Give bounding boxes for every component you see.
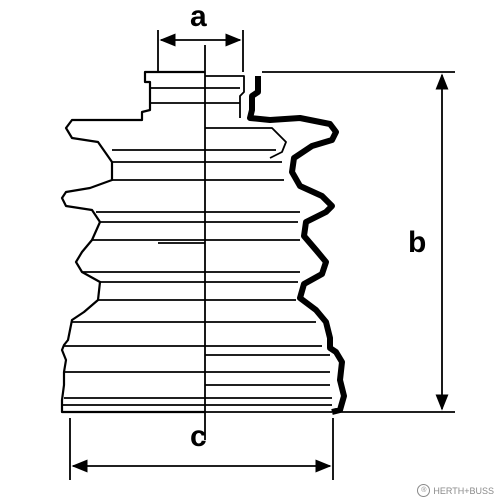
dimension-b-label: b [408, 226, 427, 259]
brand-watermark: ® HERTH+BUSS [417, 484, 494, 497]
watermark-text: HERTH+BUSS [433, 485, 494, 496]
dimension-b [262, 71, 455, 413]
boot-wall-thick [247, 76, 347, 415]
dimension-c [69, 418, 334, 480]
registered-mark-icon: ® [417, 484, 431, 497]
dimension-a-label: a [190, 0, 207, 33]
boot-left-outline [60, 70, 205, 414]
boot-section-view [205, 75, 347, 415]
boot-section-inner [205, 75, 332, 413]
boot-external-view [60, 70, 205, 414]
dimension-a [157, 30, 244, 72]
dimension-c-label: c [190, 420, 207, 453]
boot-ring-lines [62, 87, 205, 406]
